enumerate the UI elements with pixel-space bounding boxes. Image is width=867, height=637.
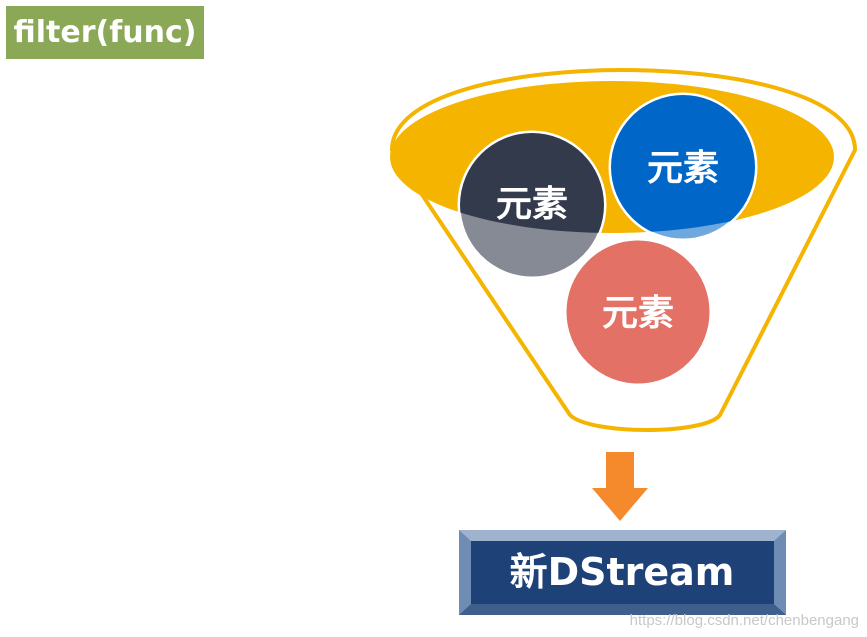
element-circle-blue: 元素: [608, 92, 758, 242]
element-circle-coral: 元素: [563, 237, 713, 387]
element-label-dark: 元素: [496, 184, 568, 225]
title-badge: filter(func): [6, 6, 204, 59]
element-label-blue: 元素: [647, 148, 719, 189]
output-box: 新DStream: [459, 530, 786, 615]
watermark-text: https://blog.csdn.net/chenbengang: [629, 612, 859, 629]
element-circle-dark: 元素: [457, 130, 607, 280]
element-label-coral: 元素: [602, 293, 674, 334]
down-arrow: [592, 452, 648, 521]
output-box-label: 新DStream: [510, 550, 735, 594]
